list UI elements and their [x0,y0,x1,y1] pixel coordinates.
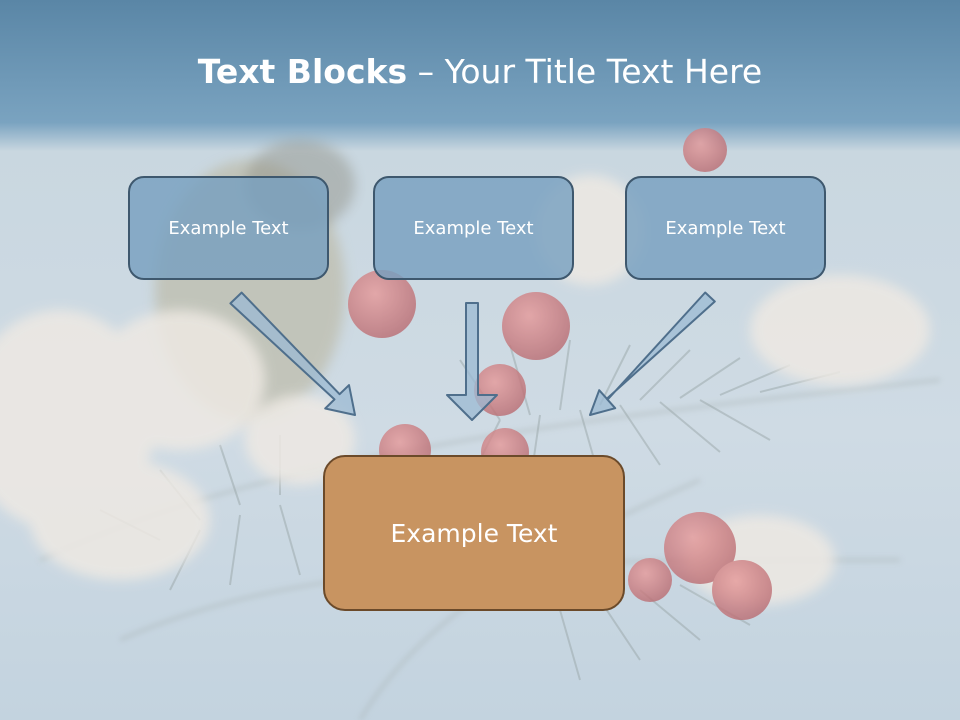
text-block-1[interactable]: Example Text [128,176,329,280]
title-separator: – [407,52,445,91]
text-block-3-label: Example Text [665,217,786,239]
text-block-3[interactable]: Example Text [625,176,826,280]
title-rest-part: Your Title Text Here [444,52,763,91]
text-block-2[interactable]: Example Text [373,176,574,280]
result-text-block[interactable]: Example Text [323,455,625,611]
text-block-1-label: Example Text [168,217,289,239]
slide-title: Text Blocks – Your Title Text Here [0,52,960,91]
result-text-block-label: Example Text [390,518,558,548]
text-block-2-label: Example Text [413,217,534,239]
title-bold-part: Text Blocks [197,52,408,91]
